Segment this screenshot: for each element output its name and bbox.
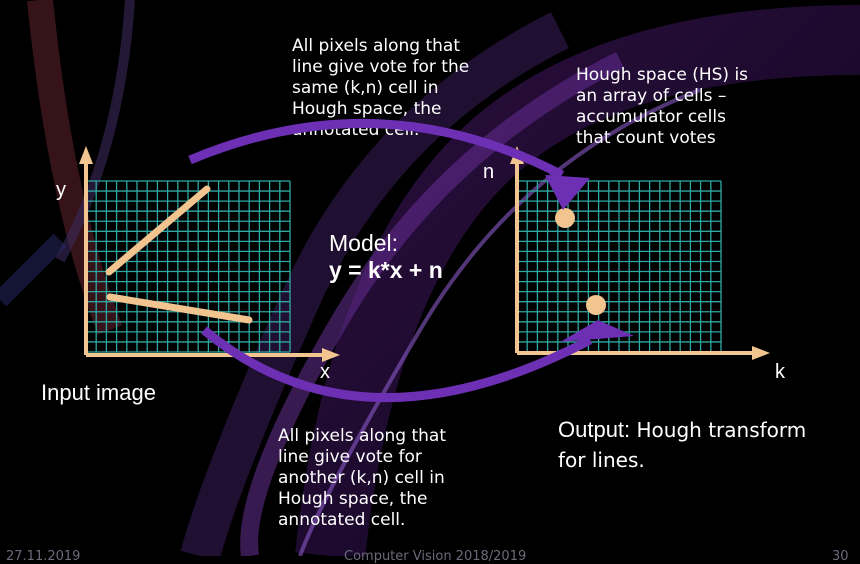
model-equation: y = k*x + n [329,257,443,283]
vote-dot-2 [586,295,606,315]
arrow-top [188,118,565,179]
input-line-2 [106,293,253,324]
output-caption: Output: Hough transform for lines. [558,417,807,472]
hough-n-axis-label: n [483,161,494,183]
input-x-axis-label: x [320,361,330,383]
vote-dot-1 [555,208,575,228]
footer-course: Computer Vision 2018/2019 [344,549,527,564]
arrow-top-head [545,175,590,210]
arrow-bottom [201,326,593,403]
hough-accumulator-grid [516,180,722,353]
input-caption: Input image [41,380,156,405]
input-axes [79,146,340,362]
footer-date: 27.11.2019 [6,549,81,564]
arrow-bottom-head [560,320,634,342]
note-hough-space: Hough space (HS) is an array of cells – … [576,65,749,148]
note-another-cell: All pixels along that line give vote for… [278,426,447,530]
footer-page: 30 [832,549,849,564]
input-line-1 [105,185,211,276]
model-label: Model: [329,230,399,256]
hough-k-axis-label: k [775,361,786,383]
note-same-cell: All pixels along that line give vote for… [292,36,470,140]
input-y-axis-label: y [56,179,66,201]
